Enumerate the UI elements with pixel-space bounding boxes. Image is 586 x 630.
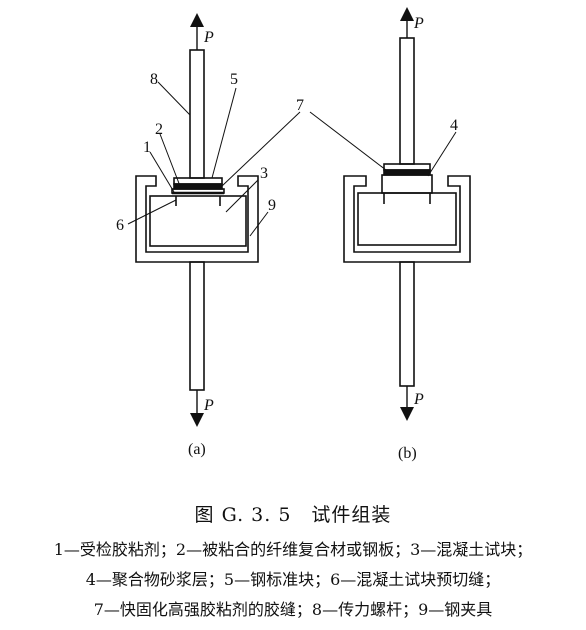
leader-4 xyxy=(427,131,457,177)
caption-title: 图 G. 3. 5 试件组装 xyxy=(194,504,392,526)
label-8: 8 xyxy=(150,71,158,88)
leader-3 xyxy=(225,179,259,213)
diagram-labels: P P P P 8 5 2 1 7 3 6 9 4 (a) (b) xyxy=(116,15,458,462)
legend-line-2: 4—聚合物砂浆层；5—钢标准块；6—混凝土试块预切缝； xyxy=(85,570,501,589)
label-9: 9 xyxy=(268,197,276,214)
force-label-bottom-a: P xyxy=(203,397,214,414)
bottom-screw-rod-a xyxy=(189,261,205,391)
leader-1 xyxy=(149,151,175,193)
label-4: 4 xyxy=(450,117,458,134)
label-6: 6 xyxy=(116,217,124,234)
subfigure-label-b: (b) xyxy=(398,445,417,462)
top-screw-rod-a xyxy=(189,49,205,179)
label-7: 7 xyxy=(296,97,304,114)
concrete-block-b xyxy=(357,192,457,246)
leader-9 xyxy=(249,211,269,237)
force-label-top-a: P xyxy=(203,29,214,46)
label-5: 5 xyxy=(230,71,238,88)
label-1: 1 xyxy=(143,139,151,156)
panel-b xyxy=(309,7,471,421)
figure-caption: 图 G. 3. 5 试件组装 1—受检胶粘剂；2—被粘合的纤维复合材或钢板；3—… xyxy=(0,500,586,625)
diagram-canvas: P P P P 8 5 2 1 7 3 6 9 4 (a) (b) xyxy=(116,7,471,462)
leader-2 xyxy=(159,133,181,187)
leader-6 xyxy=(127,199,177,225)
panel-a xyxy=(127,13,301,427)
legend-line-1: 1—受检胶粘剂；2—被粘合的纤维复合材或钢板；3—混凝土试块； xyxy=(53,540,533,559)
label-2: 2 xyxy=(155,121,163,138)
concrete-block-a xyxy=(149,195,247,247)
steel-clamp-a xyxy=(135,175,259,263)
bottom-screw-rod-b xyxy=(399,261,415,387)
top-screw-rod-b xyxy=(399,37,415,165)
leader-5 xyxy=(211,87,237,179)
specimen-assembly-figure: P P P P 8 5 2 1 7 3 6 9 4 (a) (b) xyxy=(116,7,471,462)
steel-standard-block-b xyxy=(383,163,431,171)
force-label-bottom-b: P xyxy=(413,391,424,408)
subfigure-label-a: (a) xyxy=(188,441,206,458)
legend-line-3: 7—快固化高强胶粘剂的胶缝；8—传力螺杆；9—钢夹具 xyxy=(93,600,493,619)
force-label-top-b: P xyxy=(413,15,424,32)
leader-7-a xyxy=(221,111,301,187)
leader-8 xyxy=(157,81,191,116)
steel-standard-block-a xyxy=(173,177,223,185)
mortar-layer-4 xyxy=(381,174,433,194)
label-3: 3 xyxy=(260,165,268,182)
leader-7-b xyxy=(309,111,387,171)
steel-clamp-b xyxy=(343,175,471,263)
